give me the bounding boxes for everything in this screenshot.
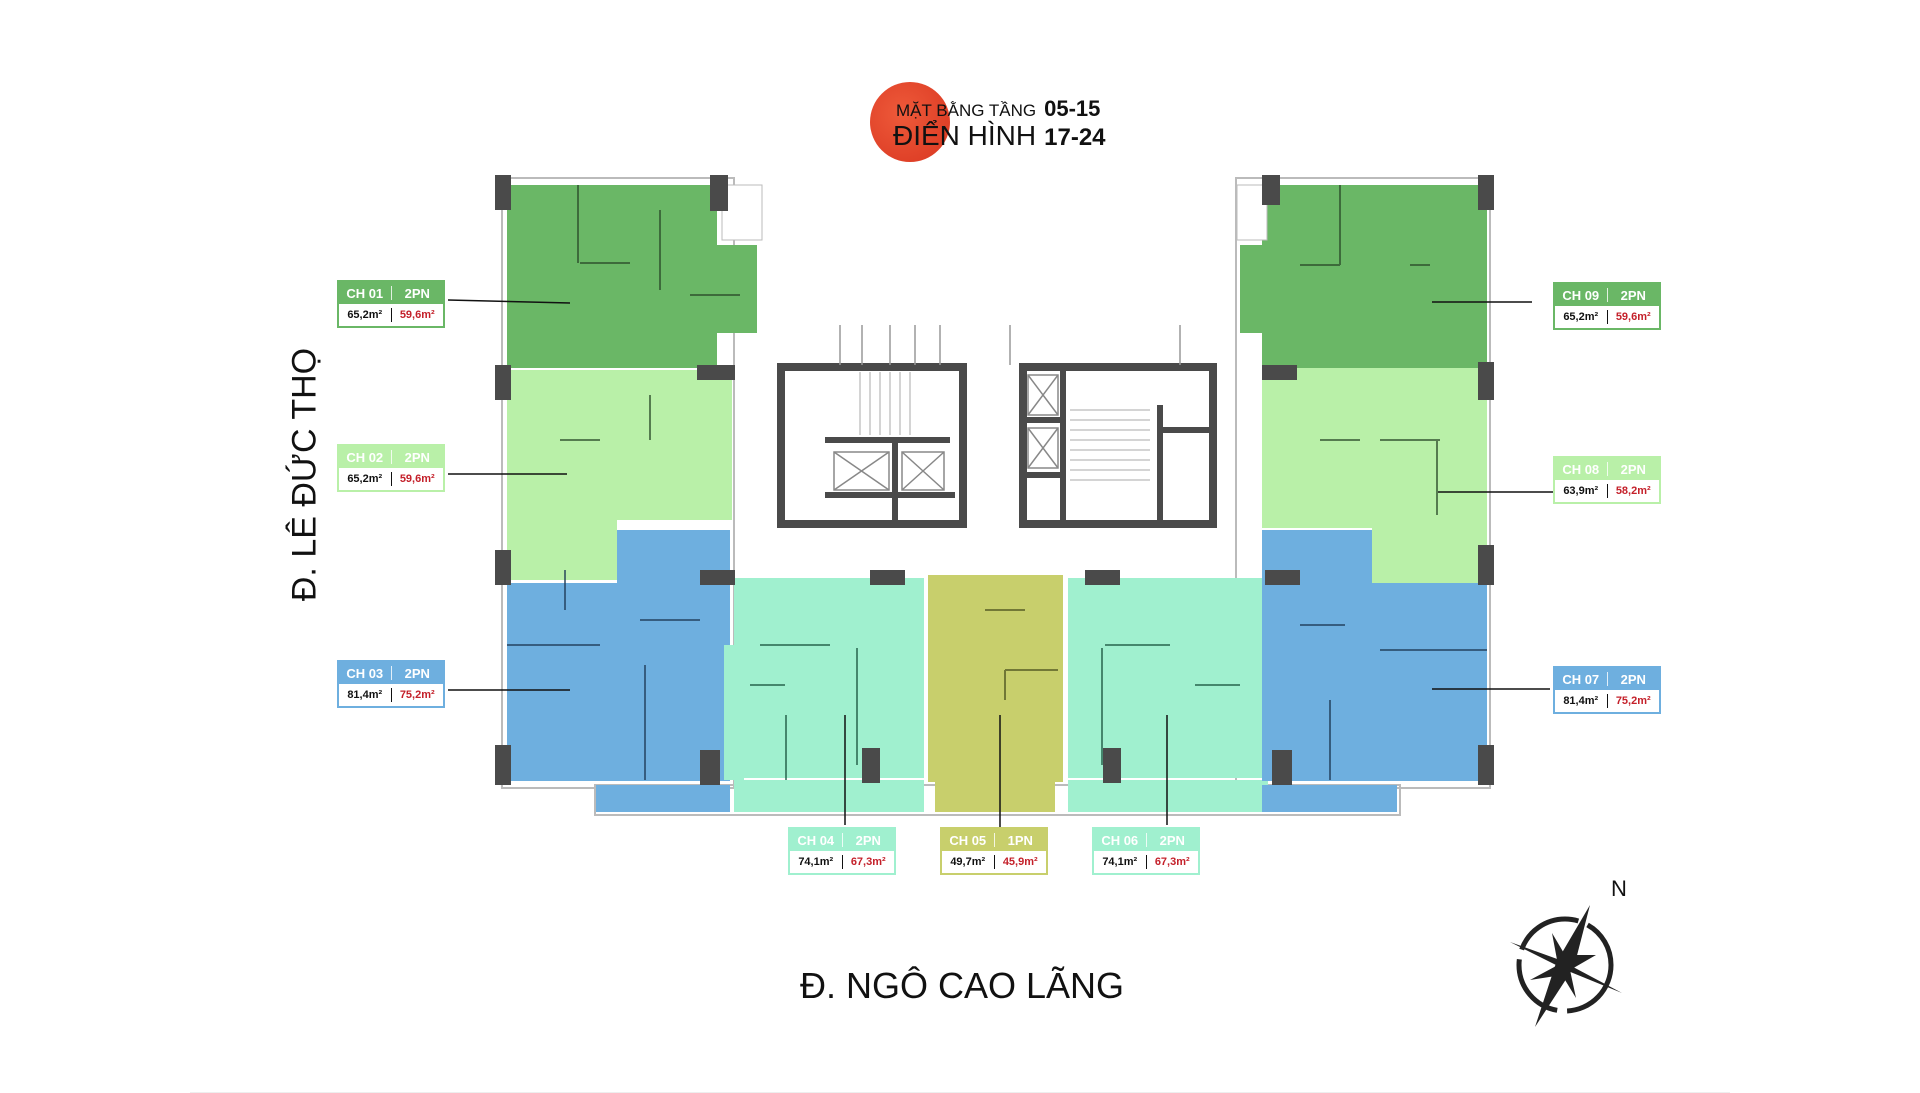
unit-ch09[interactable] [1236,184,1487,368]
unit-id: CH 06 [1101,832,1139,848]
unit-ch06[interactable] [1068,578,1268,812]
area-gross: 74,1m² [1102,856,1138,868]
area-net: 45,9m² [1002,856,1038,868]
unit-id: CH 04 [797,832,835,848]
area-net: 59,6m² [399,309,435,321]
unit-label-ch05[interactable]: CH 05 1PN 49,7m² 45,9m² [940,827,1048,875]
area-net: 59,6m² [399,473,435,485]
title-accent-circle [870,82,950,162]
unit-id: CH 07 [1562,671,1600,687]
unit-label-ch06[interactable]: CH 06 2PN 74,1m² 67,3m² [1092,827,1200,875]
area-net: 67,3m² [1154,856,1190,868]
unit-type: 1PN [1007,832,1033,848]
unit-type: 2PN [404,665,430,681]
compass-rose-icon [1510,905,1622,1027]
unit-type: 2PN [1620,671,1646,687]
unit-id: CH 01 [346,285,384,301]
area-gross: 74,1m² [798,856,834,868]
road-label-left: Đ. LÊ ĐỨC THỌ [285,347,324,602]
unit-ch04[interactable] [724,578,924,812]
unit-type: 2PN [1620,461,1646,477]
unit-label-ch08[interactable]: CH 08 2PN 63,9m² 58,2m² [1553,456,1661,504]
unit-ch01[interactable] [507,184,763,368]
road-label-bottom: Đ. NGÔ CAO LÃNG [800,965,1125,1006]
unit-type: 2PN [1620,287,1646,303]
unit-label-ch01[interactable]: CH 01 2PN 65,2m² 59,6m² [337,280,445,328]
unit-id: CH 03 [346,665,384,681]
title-floors-2: 17-24 [1044,124,1106,151]
area-net: 58,2m² [1615,485,1651,497]
unit-ch07[interactable] [1262,530,1487,812]
title-text-2: ĐIỂN HÌNH [893,120,1037,151]
unit-id: CH 09 [1562,287,1600,303]
area-gross: 63,9m² [1563,485,1599,497]
title-floors-1: 05-15 [1044,96,1101,121]
unit-type: 2PN [855,832,881,848]
unit-label-ch03[interactable]: CH 03 2PN 81,4m² 75,2m² [337,660,445,708]
area-gross: 65,2m² [347,309,383,321]
unit-type: 2PN [404,285,430,301]
area-gross: 81,4m² [1563,695,1599,707]
area-gross: 65,2m² [1563,311,1599,323]
title-text-1: MẶT BẰNG TẦNG [896,101,1037,120]
area-net: 67,3m² [850,856,886,868]
unit-label-ch02[interactable]: CH 02 2PN 65,2m² 59,6m² [337,444,445,492]
unit-label-ch07[interactable]: CH 07 2PN 81,4m² 75,2m² [1553,666,1661,714]
unit-label-ch04[interactable]: CH 04 2PN 74,1m² 67,3m² [788,827,896,875]
unit-id: CH 08 [1562,461,1600,477]
area-gross: 81,4m² [347,689,383,701]
area-gross: 49,7m² [950,856,986,868]
area-net: 75,2m² [399,689,435,701]
north-label: N [1611,876,1627,901]
area-net: 75,2m² [1615,695,1651,707]
unit-id: CH 05 [949,832,987,848]
unit-ch03[interactable] [507,530,730,812]
area-net: 59,6m² [1615,311,1651,323]
title-line-2: ĐIỂN HÌNH 17-24 [893,120,1106,152]
title-line-1: MẶT BẰNG TẦNG 05-15 [896,96,1100,122]
unit-ch08[interactable] [1262,368,1487,583]
area-gross: 65,2m² [347,473,383,485]
unit-ch02[interactable] [507,370,732,580]
unit-id: CH 02 [346,449,384,465]
unit-type: 2PN [404,449,430,465]
unit-type: 2PN [1159,832,1185,848]
unit-label-ch09[interactable]: CH 09 2PN 65,2m² 59,6m² [1553,282,1661,330]
